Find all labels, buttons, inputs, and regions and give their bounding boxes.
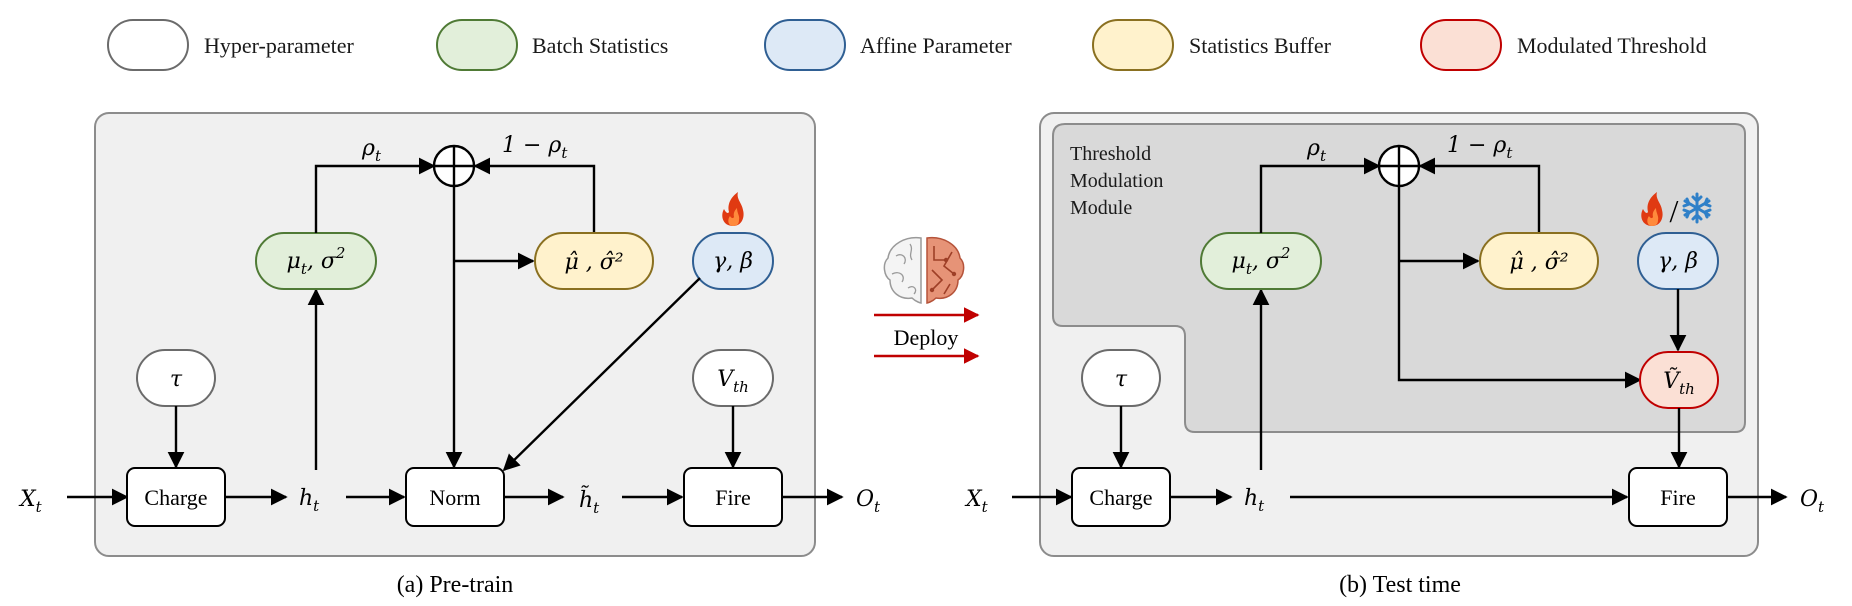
testtime-buffer-to-sum-arrow xyxy=(1418,157,1541,233)
pretrain-tau-label: τ xyxy=(170,367,183,392)
testtime-batch-to-sum-arrow xyxy=(1259,157,1381,233)
testtime-rho-label: ρt xyxy=(1306,136,1327,165)
legend: Hyper-parameter Batch Statistics Affine … xyxy=(107,19,1707,71)
deploy-label: Deploy xyxy=(894,325,959,350)
testtime-modulated-vth-label: Ṽth xyxy=(1663,366,1695,398)
brain-icon xyxy=(883,236,965,304)
legend-item-hyper-parameter: Hyper-parameter xyxy=(107,19,354,71)
pretrain-buffer-label: μ̂ , σ̂² xyxy=(564,250,623,275)
pretrain-one-minus-rho-label: 1 − ρt xyxy=(502,133,568,162)
testtime-slash: / xyxy=(1670,193,1679,229)
pretrain-vth-label: Vth xyxy=(717,367,749,396)
pretrain-affine-label: γ, β xyxy=(713,249,753,274)
pretrain-fire-label: Fire xyxy=(715,485,750,510)
legend-item-batch-statistics: Batch Statistics xyxy=(436,19,668,71)
module-label-line-1: Threshold xyxy=(1070,143,1151,165)
legend-label-statistics-buffer: Statistics Buffer xyxy=(1189,33,1332,58)
testtime-trainable-flame-icon xyxy=(1641,192,1663,226)
pretrain-htilde-label: h̃t xyxy=(579,486,600,517)
testtime-affine-label: γ, β xyxy=(1658,249,1698,274)
legend-item-statistics-buffer: Statistics Buffer xyxy=(1092,19,1332,71)
pretrain-norm-label: Norm xyxy=(429,485,480,510)
testtime-one-minus-rho-label: 1 − ρt xyxy=(1447,133,1513,162)
legend-label-affine-parameter: Affine Parameter xyxy=(860,33,1012,58)
legend-item-modulated-threshold: Modulated Threshold xyxy=(1420,19,1707,71)
pretrain-h-label: ht xyxy=(299,486,320,515)
deploy-transition: Deploy xyxy=(874,236,980,364)
legend-label-hyper-parameter: Hyper-parameter xyxy=(204,33,354,58)
testtime-h-label: ht xyxy=(1244,486,1265,515)
testtime-caption: (b) Test time xyxy=(1339,572,1461,598)
testtime-batch-stats-label: μt, σ2 xyxy=(1232,244,1291,278)
legend-swatch-modulated-threshold xyxy=(1420,19,1502,71)
pretrain-buffer-to-sum-arrow xyxy=(473,157,596,233)
legend-swatch-affine-parameter xyxy=(764,19,846,71)
testtime-input-label: Xt xyxy=(964,487,989,516)
pretrain-output-label: Ot xyxy=(856,487,881,516)
legend-item-affine-parameter: Affine Parameter xyxy=(764,19,1012,71)
pretrain-rho-label: ρt xyxy=(361,136,382,165)
panel-pretrain: Xt Charge τ ht μt, σ2 ρt 1 − ρt xyxy=(18,112,881,598)
testtime-charge-label: Charge xyxy=(1089,485,1152,510)
pretrain-affine-node xyxy=(692,232,774,290)
legend-swatch-hyper-parameter xyxy=(107,19,189,71)
testtime-buffer-node xyxy=(1479,232,1599,290)
pretrain-caption: (a) Pre-train xyxy=(397,572,514,598)
pretrain-trainable-flame-icon xyxy=(722,192,744,226)
testtime-buffer-label: μ̂ , σ̂² xyxy=(1509,250,1568,275)
pretrain-batch-to-sum-arrow xyxy=(314,157,436,233)
testtime-tau-label: τ xyxy=(1115,367,1128,392)
testtime-sum-to-vth-arrow xyxy=(1397,186,1642,389)
testtime-output-label: Ot xyxy=(1800,487,1825,516)
pretrain-batch-stats-label: μt, σ2 xyxy=(287,244,346,278)
testtime-frozen-snowflake-icon xyxy=(1682,192,1712,224)
testtime-fire-label: Fire xyxy=(1660,485,1695,510)
module-label-line-2: Modulation xyxy=(1070,170,1163,192)
module-label-line-3: Module xyxy=(1070,197,1132,219)
legend-swatch-batch-statistics xyxy=(436,19,518,71)
legend-swatch-statistics-buffer xyxy=(1092,19,1174,71)
pretrain-input-label: Xt xyxy=(18,487,43,516)
pretrain-charge-label: Charge xyxy=(144,485,207,510)
panel-testtime: Threshold Modulation Module Xt Charge τ … xyxy=(964,112,1825,598)
legend-label-modulated-threshold: Modulated Threshold xyxy=(1517,33,1707,58)
pretrain-buffer-node xyxy=(534,232,654,290)
legend-label-batch-statistics: Batch Statistics xyxy=(532,33,668,58)
pretrain-affine-to-norm-arrow xyxy=(502,277,701,472)
